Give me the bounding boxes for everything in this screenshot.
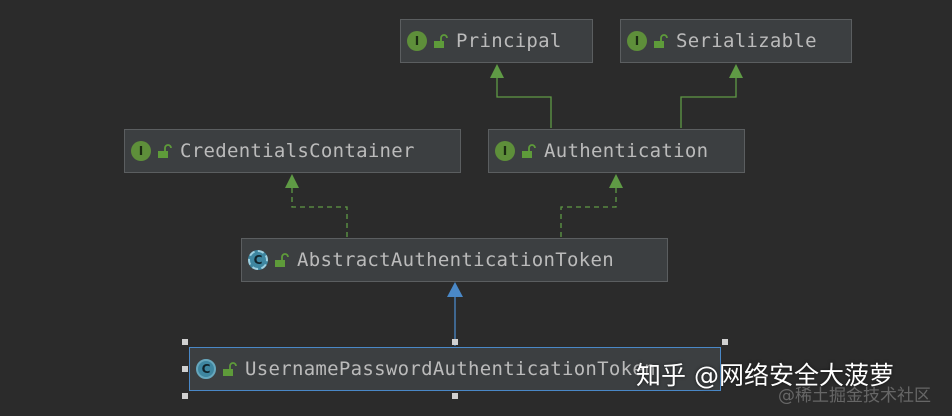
interface-icon: I [131,141,151,161]
lock-icon [654,34,668,48]
node-label: AbstractAuthenticationToken [297,249,614,271]
selection-handle-middle-left[interactable] [182,366,188,372]
arrowhead-abstract [447,282,463,297]
lock-icon [223,362,237,376]
selection-handle-top-center[interactable] [452,339,458,345]
node-username-password-authentication-token[interactable]: C UsernamePasswordAuthenticationToken [189,347,721,391]
edge-abstract-to-authentication [560,188,617,237]
edge-authentication-to-principal [496,78,552,128]
lock-icon [434,34,448,48]
arrowhead-authentication [609,174,623,188]
arrowhead-principal [490,64,504,78]
node-serializable[interactable]: I Serializable [620,19,852,63]
selection-handle-top-left[interactable] [182,339,188,345]
watermark-juejin: @稀土掘金技术社区 [778,386,931,406]
interface-icon: I [627,31,647,51]
arrowhead-credentials [285,174,299,188]
node-label: CredentialsContainer [180,140,415,162]
selection-handle-bottom-center[interactable] [452,393,458,399]
selection-handle-top-right[interactable] [722,339,728,345]
lock-icon [522,144,536,158]
node-label: Serializable [676,30,817,52]
arrowhead-serializable [729,64,743,78]
class-icon: C [196,359,216,379]
watermark-zhihu: 知乎 @网络安全大菠萝 [636,361,894,390]
edge-authentication-to-serializable [680,78,737,128]
interface-icon: I [407,31,427,51]
selection-handle-bottom-left[interactable] [182,393,188,399]
node-label: Principal [456,30,562,52]
node-label: Authentication [544,140,709,162]
interface-icon: I [495,141,515,161]
node-abstract-authentication-token[interactable]: C AbstractAuthenticationToken [241,238,668,282]
node-principal[interactable]: I Principal [400,19,593,63]
lock-icon [275,253,289,267]
node-authentication[interactable]: I Authentication [488,129,745,173]
abstract-class-icon: C [248,250,268,270]
node-credentials-container[interactable]: I CredentialsContainer [124,129,461,173]
edge-abstract-to-credentials [291,188,348,237]
node-label: UsernamePasswordAuthenticationToken [245,358,656,380]
lock-icon [158,144,172,158]
